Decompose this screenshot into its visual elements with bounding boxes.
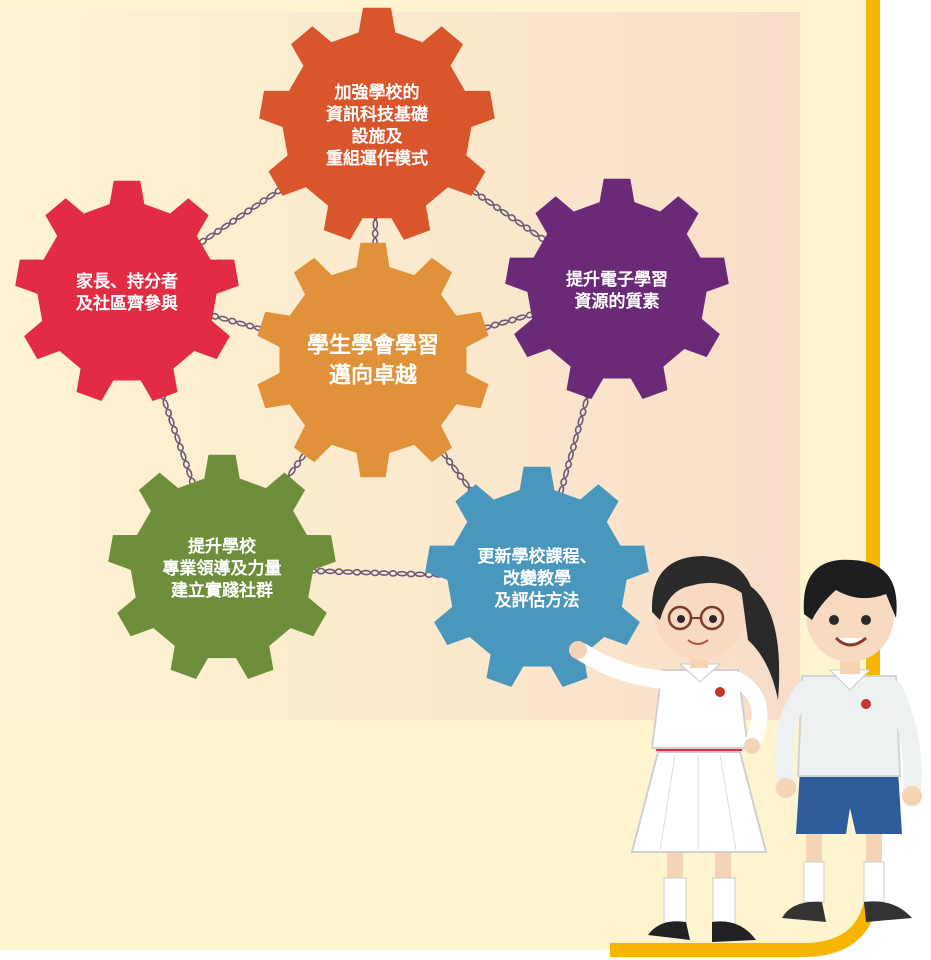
chain-link	[360, 569, 372, 576]
gear-label-line: 邁向卓越	[329, 363, 418, 389]
gear-label-line: 更新學校課程、	[478, 546, 597, 567]
chain-link	[477, 193, 487, 201]
chain-link	[574, 425, 582, 434]
chain-link	[342, 569, 354, 575]
chain-link	[236, 320, 247, 327]
gear-label-line: 及社區齊參與	[76, 293, 178, 314]
chain-link	[522, 224, 532, 232]
chain-link	[490, 321, 500, 329]
chain-link	[182, 460, 190, 469]
chain-link	[370, 569, 380, 577]
chain-link	[213, 227, 222, 236]
chain-link	[577, 415, 584, 427]
gear-label-line: 加強學校的	[334, 82, 420, 103]
girl-student	[569, 556, 780, 942]
chain-link	[563, 468, 570, 479]
chain-link	[579, 407, 587, 417]
chain-link	[499, 208, 510, 217]
chain-link	[396, 570, 408, 577]
gear-body	[108, 454, 336, 679]
chain-link	[492, 203, 502, 212]
gear-label-line: 建立實踐社群	[171, 580, 273, 601]
gear-label-line: 家長、持分者	[76, 271, 178, 292]
chain-link	[567, 450, 574, 461]
chain-link	[168, 416, 175, 427]
chain-link	[235, 212, 246, 220]
chain-link	[162, 398, 169, 410]
gear-label-line: 及評估方法	[495, 590, 580, 611]
chain-link	[445, 457, 454, 466]
chain-link	[378, 570, 390, 576]
chain-link	[352, 568, 362, 576]
gear-label-line: 重組運作模式	[326, 148, 428, 169]
gear-label-line: 設施及	[352, 126, 404, 147]
chain-link	[582, 398, 589, 409]
chain-link	[507, 214, 517, 222]
gear-label-line: 資訊科技基礎	[326, 104, 429, 125]
chain-link	[259, 197, 268, 205]
chain-link	[451, 464, 459, 474]
chain-link	[560, 477, 568, 487]
chain-link	[529, 229, 540, 238]
gear-label-line: 改變教學	[503, 568, 571, 589]
chain-link	[414, 571, 426, 578]
chain-link	[205, 232, 216, 241]
chain-link	[498, 319, 509, 326]
gear-body	[425, 466, 649, 687]
chain-link	[229, 217, 238, 225]
gear-label-line: 學生學會學習	[307, 333, 439, 359]
chain-link	[508, 316, 517, 324]
chain-link	[565, 460, 572, 469]
chain-link	[180, 450, 187, 462]
chain-link	[176, 443, 184, 452]
chain-link	[293, 459, 302, 469]
gear-label-line: 資源的質素	[575, 291, 660, 312]
students-illustration	[569, 556, 922, 942]
chain-link	[244, 207, 253, 215]
chain-link	[324, 568, 336, 575]
chain-link	[165, 408, 173, 418]
chain-link	[514, 219, 525, 227]
boy-student	[774, 559, 922, 922]
chain-link	[334, 568, 344, 576]
chain-link	[316, 567, 326, 575]
chain-link	[220, 222, 231, 231]
chain-link	[406, 570, 416, 578]
chain-link	[572, 433, 579, 444]
chain-link	[371, 229, 379, 238]
chain-link	[388, 569, 398, 577]
gear-group: 加強學校的資訊科技基礎設施及重組運作模式提升電子學習資源的質素更新學校課程、改變…	[15, 7, 729, 687]
chain-link	[515, 314, 527, 321]
chain-link	[456, 472, 465, 481]
chain-link	[228, 317, 237, 325]
chain-link	[484, 198, 495, 207]
gear-body	[15, 180, 239, 401]
chain-link	[461, 478, 470, 489]
gear-body	[259, 7, 495, 240]
gear-label-line: 提升學校	[188, 536, 257, 557]
chain-link	[266, 191, 276, 200]
chain-link	[288, 466, 297, 477]
chain-link	[170, 425, 179, 435]
chain-link	[245, 322, 255, 330]
chain-link	[372, 219, 379, 230]
chain-link	[174, 433, 181, 444]
gear-label-line: 專業領導及力量	[163, 558, 282, 579]
chain-link	[186, 467, 193, 479]
chain-link	[569, 442, 577, 452]
chain-link	[218, 315, 229, 322]
gear-body	[257, 242, 489, 478]
chain-link	[251, 202, 261, 210]
gear-body	[505, 178, 729, 399]
gear-label-line: 提升電子學習	[566, 270, 668, 290]
